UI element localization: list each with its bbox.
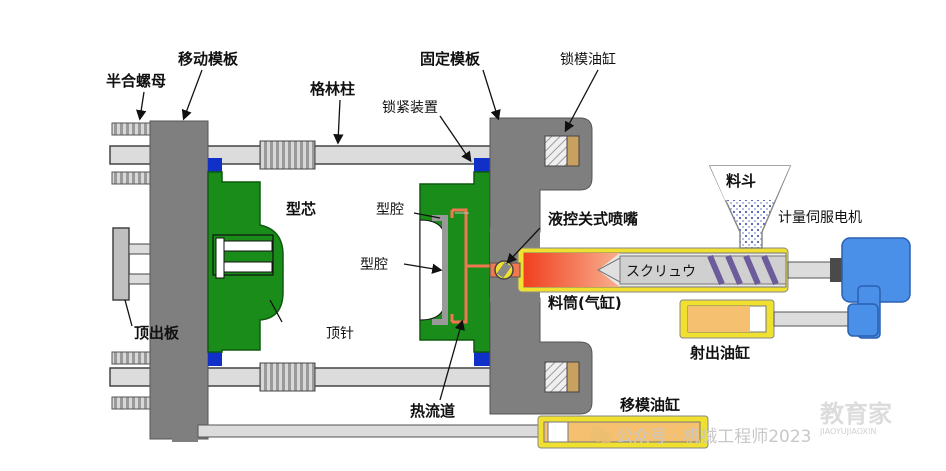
- label-clamp-cylinder: 锁模油缸: [560, 51, 616, 68]
- label-moving-platen: 移动模板: [178, 50, 239, 68]
- label-half-nut: 半合螺母: [106, 72, 166, 90]
- label-mold-move-cylinder: 移模油缸: [620, 396, 680, 414]
- svg-text:公众号 · 机械工程师2023: 公众号 · 机械工程师2023: [616, 427, 811, 447]
- svg-text:教育家: 教育家: [820, 400, 892, 428]
- label-core: 型芯: [286, 200, 316, 218]
- mold-move-cylinder: [197, 415, 709, 449]
- label-hopper: 料斗: [726, 172, 756, 190]
- label-fixed-platen: 固定模板: [420, 50, 481, 68]
- fixed-platen: [489, 117, 593, 415]
- cavity-mold: [419, 158, 491, 366]
- screw-flights: [707, 254, 779, 286]
- label-cavity-2: 型腔: [360, 257, 388, 273]
- label-cavity-1: 型腔: [376, 202, 404, 218]
- label-barrel: 料筒(气缸): [548, 294, 622, 312]
- label-locking-device: 锁紧装置: [382, 100, 438, 116]
- label-ejector-pin: 顶针: [326, 326, 354, 342]
- label-ejector-plate: 顶出板: [134, 324, 180, 342]
- label-hot-runner: 热流道: [410, 402, 455, 420]
- label-nozzle: 液控关式喷嘴: [548, 210, 638, 228]
- hopper: [708, 165, 792, 249]
- injection-cylinder: [679, 299, 879, 339]
- svg-text:JIAOYUJIAOXIN: JIAOYUJIAOXIN: [819, 427, 876, 436]
- leader-lines: [124, 69, 599, 401]
- core-mold: [207, 158, 284, 366]
- label-injection-cylinder: 射出油缸: [689, 344, 750, 362]
- nozzle: [489, 260, 521, 280]
- label-servo-motor: 计量伺服电机: [778, 210, 862, 226]
- label-screw: スクリュウ: [626, 264, 696, 280]
- clamp-cylinder: [544, 135, 580, 393]
- label-tie-bar: 格林柱: [310, 80, 355, 98]
- watermark: 公众号 · 机械工程师2023 教育家 JIAOYUJIAOXIN: [590, 400, 892, 447]
- moving-platen: [149, 120, 209, 440]
